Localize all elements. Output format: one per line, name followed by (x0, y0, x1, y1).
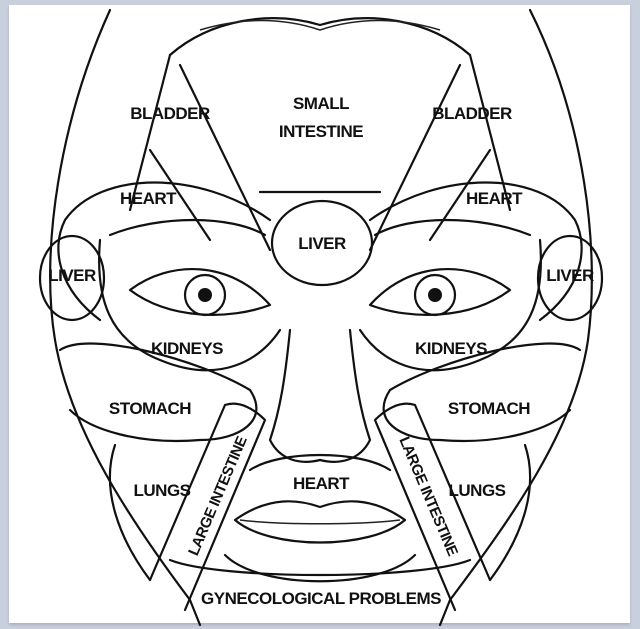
label-bladder-right: BLADDER (432, 104, 512, 123)
right-eye (368, 218, 532, 317)
label-large-intestine-left: LARGE INTESTINE (185, 434, 251, 558)
paper (9, 5, 630, 623)
label-liver-left: LIVER (48, 266, 96, 285)
liver-center-zone (270, 199, 374, 287)
label-kidneys-left: KIDNEYS (151, 339, 223, 358)
mouth (223, 453, 417, 583)
hairline (168, 17, 472, 57)
label-kidneys-right: KIDNEYS (415, 339, 487, 358)
label-lungs-left: LUNGS (134, 481, 191, 500)
label-small-intestine-1: SMALL (293, 94, 349, 113)
label-heart-right: HEART (466, 189, 523, 208)
label-liver-right: LIVER (546, 266, 594, 285)
left-eye (108, 218, 272, 317)
label-stomach-left: STOMACH (109, 399, 191, 418)
label-heart-left: HEART (120, 189, 177, 208)
label-small-intestine-2: INTESTINE (279, 122, 363, 141)
label-bladder-left: BLADDER (130, 104, 210, 123)
nose (268, 328, 372, 463)
label-heart-mouth: HEART (293, 474, 350, 493)
label-liver-center: LIVER (298, 234, 346, 253)
face-outline (49, 8, 593, 627)
label-lungs-right: LUNGS (449, 481, 506, 500)
forehead-zone-lines (128, 53, 512, 252)
liver-left-zone (38, 234, 106, 322)
label-gynecological: GYNECOLOGICAL PROBLEMS (201, 589, 441, 608)
label-stomach-right: STOMACH (448, 399, 530, 418)
liver-right-zone (536, 234, 604, 322)
